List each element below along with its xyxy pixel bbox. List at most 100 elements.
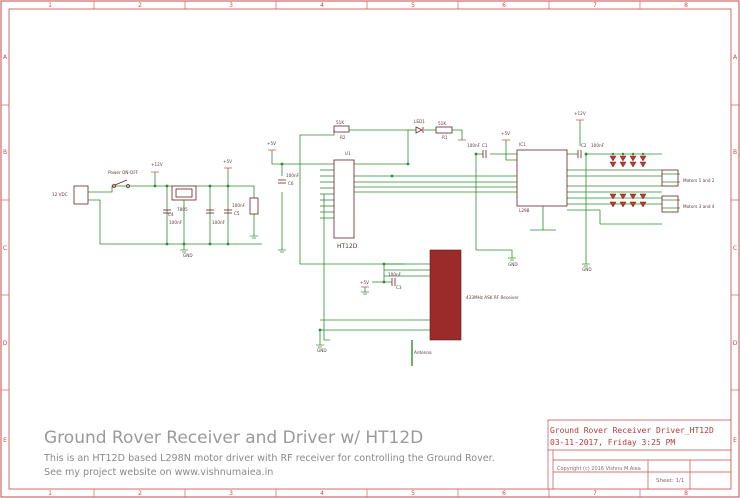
label-u1: U1 [345, 151, 351, 156]
capacitor [278, 179, 286, 184]
label-gnd: GND [183, 253, 193, 258]
capacitor [577, 150, 582, 158]
row-label: E [3, 437, 7, 444]
col-label: 4 [320, 2, 324, 9]
supply-symbols [151, 119, 584, 288]
col-label: 7 [593, 2, 597, 9]
label-led: LED1 [414, 119, 425, 124]
label-supply: +5V [223, 159, 232, 164]
label-r2: 51K [336, 120, 344, 125]
wires [88, 120, 680, 360]
label-gnd: GND [508, 262, 518, 267]
label-c1: C1 [482, 143, 488, 148]
ht12d-label: HT12D [337, 243, 358, 250]
col-label: 1 [48, 2, 52, 9]
col-label: 3 [229, 490, 233, 497]
col-label: 2 [138, 490, 142, 497]
label-cap: 100nF [591, 143, 605, 148]
row-label: B [733, 149, 737, 156]
capacitor [224, 209, 232, 214]
row-label: B [3, 149, 7, 156]
label-c5: C5 [234, 211, 240, 216]
title-block [547, 419, 731, 489]
label-cap: 100nF [169, 220, 183, 225]
dc-jack [73, 185, 89, 205]
label-supply: +12V [151, 162, 163, 167]
label-r1-ref: R1 [442, 135, 448, 140]
title-block-sheet: Sheet: 1/1 [656, 478, 685, 484]
part-labels: 12 VDC Power ON-OFF 7805 +12V +5V +5V +5… [52, 111, 715, 355]
col-label: 7 [593, 490, 597, 497]
col-label: 5 [411, 490, 415, 497]
capacitor [163, 209, 171, 214]
capacitor [206, 209, 214, 214]
label-gnd: GND [317, 348, 327, 353]
label-cap: 100nF [286, 173, 300, 178]
label-cap: 100nF [212, 220, 226, 225]
label-supply: +5V [501, 131, 510, 136]
label-cap: 100nF [467, 143, 481, 148]
col-label: 8 [684, 490, 688, 497]
label-power-in: 12 VDC [52, 192, 68, 197]
row-label: C [733, 245, 737, 252]
row-label: D [733, 340, 738, 347]
capacitor [482, 150, 487, 158]
col-label: 2 [138, 2, 142, 9]
label-c6: C6 [288, 181, 294, 186]
ht12d-chip [333, 159, 355, 239]
capacitor [391, 278, 396, 286]
l298-chip [516, 149, 568, 207]
label-r2-ref: R2 [340, 135, 346, 140]
title-block-copyright: Copyright (c) 2016 Vishnu M Aiea [557, 466, 641, 472]
label-cap: 100nF [232, 203, 246, 208]
regulator-7805 [171, 185, 197, 201]
ground-symbols [180, 235, 590, 348]
title-block-date: 03-11-2017, Friday 3:25 PM [550, 438, 676, 447]
label-supply: +12V [574, 111, 586, 116]
label-antenna: Antenna [414, 350, 432, 355]
col-label: 4 [320, 490, 324, 497]
resistor-r1 [435, 126, 453, 134]
label-switch: Power ON-OFF [108, 170, 139, 175]
row-label: A [733, 54, 738, 61]
label-regulator: 7805 [177, 207, 188, 212]
rf-receiver-module [429, 249, 462, 341]
power-switch [112, 179, 130, 188]
col-label: 6 [502, 490, 506, 497]
row-label: C [3, 245, 7, 252]
description-line: See my project website on www.vishnumaie… [44, 467, 274, 478]
label-supply: +5V [360, 280, 369, 285]
label-c2: C2 [581, 143, 587, 148]
border-labels: 1 2 3 4 5 6 7 8 1 2 3 4 5 6 7 8 A B C D … [3, 2, 738, 497]
description-heading: Ground Rover Receiver and Driver w/ HT12… [44, 428, 424, 448]
col-label: 3 [229, 2, 233, 9]
label-cap: 100nF [388, 272, 402, 277]
row-label: D [3, 340, 8, 347]
junctions [153, 152, 645, 332]
label-rf: 433MHz ASK RF Receiver [466, 295, 519, 300]
row-label: A [3, 54, 8, 61]
label-supply: +5V [267, 141, 276, 146]
motor-connector-3-4 [661, 195, 679, 213]
power-led [249, 197, 259, 215]
status-led [415, 126, 424, 134]
col-label: 6 [502, 2, 506, 9]
col-label: 5 [411, 2, 415, 9]
label-l298: L298 [519, 208, 530, 213]
label-c3: C3 [396, 285, 402, 290]
resistor-r2 [333, 125, 350, 133]
row-label: E [733, 437, 737, 444]
label-motors: Motors 3 and 4 [683, 204, 715, 209]
label-motors: Motors 1 and 2 [683, 178, 715, 183]
label-ic1: IC1 [519, 142, 526, 147]
label-r1: 51K [438, 121, 446, 126]
description-line: This is an HT12D based L298N motor drive… [44, 453, 495, 464]
label-c4: C4 [168, 212, 174, 217]
parts [73, 125, 679, 286]
title-block-title: Ground Rover Receiver Driver_HT12D [550, 426, 714, 435]
motor-connector-1-2 [661, 169, 679, 187]
